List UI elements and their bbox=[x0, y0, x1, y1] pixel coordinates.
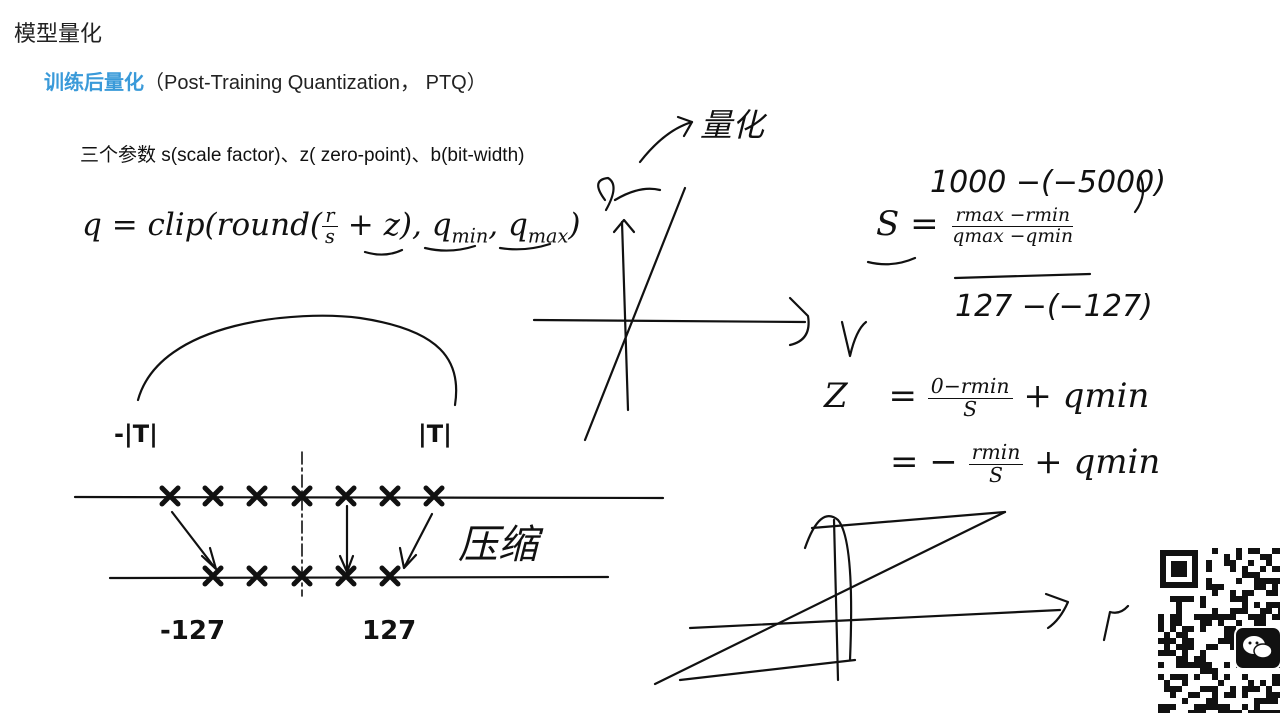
pos-threshold-label: |T| bbox=[418, 420, 452, 448]
quantized-point bbox=[202, 565, 224, 587]
underline-stroke bbox=[866, 256, 917, 266]
sample-point bbox=[335, 485, 357, 507]
formula-text: S = bbox=[876, 204, 939, 244]
quantize-axis-y bbox=[620, 220, 630, 412]
mapping-arrows bbox=[170, 504, 434, 574]
fraction-denominator: s bbox=[325, 225, 335, 249]
formula-text: , q bbox=[488, 207, 528, 244]
handwritten-calc-top: 1000 −(−5000) bbox=[930, 165, 1166, 200]
page-title: 模型量化 bbox=[14, 21, 103, 46]
underline-stroke bbox=[953, 272, 1092, 280]
quantized-point bbox=[335, 565, 357, 587]
quantized-point bbox=[291, 565, 313, 587]
formula-text: Z bbox=[824, 376, 848, 416]
subscript: max bbox=[527, 224, 569, 248]
fraction-denominator: qmax −qmin bbox=[952, 225, 1074, 247]
quantize-axis-y-arrow bbox=[612, 218, 636, 234]
pos-127-label: 127 bbox=[362, 616, 417, 646]
quantize-label-arrow bbox=[638, 120, 694, 164]
second-graph-axis-y bbox=[832, 518, 840, 682]
formula-text: = bbox=[888, 376, 917, 416]
section-title: 训练后量化 bbox=[44, 72, 144, 94]
quantize-label-arrowhead bbox=[676, 115, 694, 138]
second-graph-mapping-line bbox=[653, 510, 1007, 686]
section-heading: 训练后量化（Post-Training Quantization， PTQ） bbox=[44, 66, 487, 95]
qr-pattern bbox=[1158, 548, 1280, 713]
quantize-mapping-line bbox=[583, 186, 687, 442]
lower-number-line bbox=[108, 575, 610, 580]
handwritten-calc-bottom: 127 −(−127) bbox=[955, 289, 1153, 324]
neg-threshold-label: -|T| bbox=[114, 420, 158, 448]
second-graph-top bbox=[810, 510, 1007, 530]
sample-point bbox=[246, 485, 268, 507]
handwritten-compress-label: 压缩 bbox=[458, 522, 544, 568]
formula-text: + qmin bbox=[1034, 442, 1161, 482]
underline-stroke bbox=[363, 248, 404, 256]
upper-number-line bbox=[73, 495, 665, 500]
formula-text: ) bbox=[568, 207, 581, 244]
neg-127-label: -127 bbox=[160, 616, 226, 646]
qr-code-icon bbox=[1158, 548, 1280, 713]
r-axis-label-stroke bbox=[840, 320, 868, 358]
calc-bracket bbox=[1133, 173, 1145, 214]
subscript: min bbox=[451, 224, 489, 248]
range-arc bbox=[136, 314, 458, 407]
fraction-denominator: S bbox=[963, 396, 978, 421]
fraction-numerator: 0−rmin bbox=[927, 375, 1013, 399]
section-subtitle: （Post-Training Quantization， PTQ） bbox=[144, 72, 487, 94]
quantized-point bbox=[379, 565, 401, 587]
quantized-point bbox=[246, 565, 268, 587]
quantize-axis-x bbox=[532, 318, 807, 324]
fraction-numerator: r bbox=[322, 205, 338, 228]
wechat-icon bbox=[1234, 626, 1280, 670]
formula-text: q = clip(round( bbox=[82, 207, 323, 244]
sample-point bbox=[423, 485, 445, 507]
handwritten-quantize-label: 量化 bbox=[700, 106, 768, 144]
quantize-axis-x-arrow bbox=[788, 296, 810, 347]
r-axis-label-stroke bbox=[1102, 604, 1130, 642]
second-graph-axis-x-arrow bbox=[1044, 592, 1070, 630]
formula-text: + z), q bbox=[347, 207, 452, 244]
sample-point bbox=[159, 485, 181, 507]
fraction-numerator: rmin bbox=[968, 441, 1024, 465]
underline-stroke bbox=[498, 242, 552, 251]
second-graph-bottom bbox=[678, 658, 857, 682]
sample-point bbox=[291, 485, 313, 507]
sample-points bbox=[159, 485, 445, 587]
q-axis-label-stroke bbox=[613, 187, 662, 202]
fraction-denominator: S bbox=[988, 462, 1003, 487]
sample-point bbox=[202, 485, 224, 507]
second-graph-axis-x bbox=[688, 608, 1062, 630]
formula-text: = − bbox=[890, 442, 958, 482]
underline-stroke bbox=[423, 244, 477, 252]
fraction-numerator: rmax −rmin bbox=[952, 206, 1074, 227]
sample-point bbox=[379, 485, 401, 507]
q-axis-label-stroke bbox=[597, 176, 615, 212]
second-graph-curve bbox=[803, 515, 853, 662]
formula-text: + qmin bbox=[1023, 376, 1150, 416]
params-line: 三个参数 s(scale factor)、z( zero-point)、b(bi… bbox=[80, 145, 525, 166]
